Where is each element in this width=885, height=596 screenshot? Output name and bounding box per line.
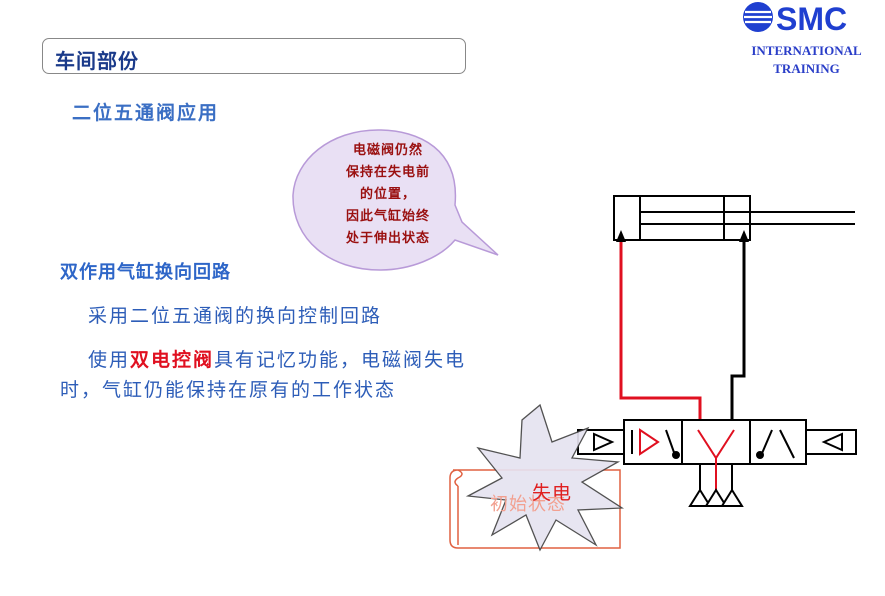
section-label: 车间部份 <box>55 49 139 73</box>
five-two-valve <box>577 419 857 507</box>
circuit-heading: 双作用气缸换向回路 <box>60 262 231 283</box>
callout-line-5: 处于伸出状态 <box>345 231 430 246</box>
paragraph-2: 使用双电控阀具有记忆功能，电磁阀失电时，气缸仍能保持在原有的工作状态 <box>60 345 490 405</box>
paragraph-2-highlight: 双电控阀 <box>130 349 215 371</box>
smc-logo: SMC <box>743 1 847 36</box>
brand-line-1: INTERNATIONAL <box>751 43 862 58</box>
sub-title: 二位五通阀应用 <box>72 102 220 124</box>
pipe-lines <box>616 230 749 420</box>
callout-line-2: 保持在失电前 <box>345 165 430 180</box>
callout-line-3: 的位置， <box>359 187 416 202</box>
callout-line-4: 因此气缸始终 <box>345 209 430 224</box>
smc-wordmark: SMC <box>776 1 847 36</box>
callout-line-1: 电磁阀仍然 <box>352 143 423 158</box>
initial-state-label: 初始状态 <box>490 494 566 515</box>
brand-subtitle: INTERNATIONAL TRAINING <box>738 42 875 78</box>
air-cylinder <box>613 195 855 241</box>
starburst-callout <box>465 403 625 552</box>
smc-globe-icon <box>743 2 773 32</box>
power-loss-label: 失电 <box>532 482 573 504</box>
paragraph-2-rest: 具有记忆功能，电磁阀失电时，气缸仍能保持在原有的工作状态 <box>60 349 467 401</box>
paragraph-2-prefix: 使用 <box>88 349 131 371</box>
section-header-box: 车间部份 <box>42 38 466 74</box>
speech-bubble <box>292 129 499 271</box>
brand-line-2: TRAINING <box>773 61 840 76</box>
paragraph-1: 采用二位五通阀的换向控制回路 <box>88 305 383 327</box>
callout-text: 电磁阀仍然 保持在失电前 的位置， 因此气缸始终 处于伸出状态 <box>318 140 458 250</box>
